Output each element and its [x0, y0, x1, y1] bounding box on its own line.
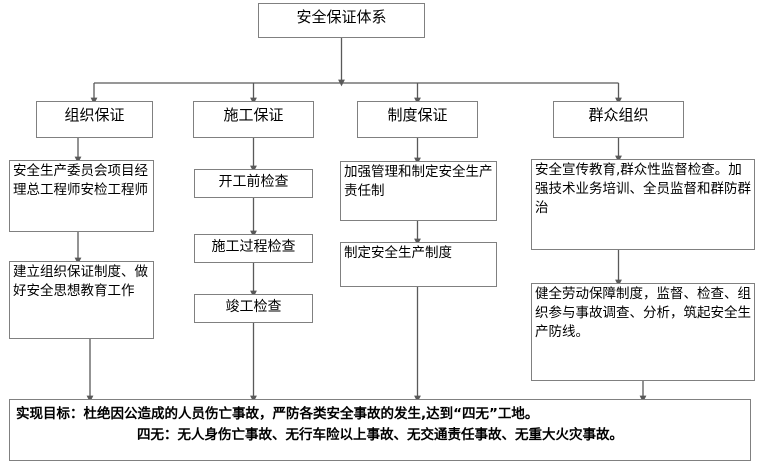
node-org-item-1-label: 安全生产委员会项目经理总工程师安检工程师 — [13, 163, 148, 199]
node-construction-item-1-label: 开工前检查 — [218, 174, 289, 190]
node-branch-heading-1[interactable]: 组织保证 — [36, 101, 153, 138]
node-mass-item-1[interactable]: 安全宣传教育,群众性监督检查。加强技术业务培训、全员监督和群防群治 — [531, 159, 755, 250]
node-system-item-2-label: 制定安全生产制度 — [344, 245, 452, 261]
node-root[interactable]: 安全保证体系 — [258, 3, 425, 38]
node-org-item-2[interactable]: 建立组织保证制度、做好安全思想教育工作 — [9, 261, 154, 339]
node-branch-heading-1-label: 组织保证 — [64, 106, 125, 124]
node-system-item-1[interactable]: 加强管理和制定安全生产责任制 — [340, 161, 497, 221]
node-system-item-1-label: 加强管理和制定安全生产责任制 — [344, 164, 493, 200]
node-mass-item-1-label: 安全宣传教育,群众性监督检查。加强技术业务培训、全员监督和群防群治 — [535, 162, 751, 217]
node-branch-heading-4[interactable]: 群众组织 — [553, 101, 684, 138]
node-footer-goal[interactable]: 实现目标：杜绝因公造成的人员伤亡事故，严防各类安全事故的发生,达到“四无”工地。… — [9, 399, 751, 461]
node-mass-item-2-label: 健全劳动保障制度，监督、检查、组织参与事故调查、分析，筑起安全生产防线。 — [535, 286, 751, 341]
node-org-item-1[interactable]: 安全生产委员会项目经理总工程师安检工程师 — [9, 160, 154, 232]
node-branch-heading-4-label: 群众组织 — [588, 106, 649, 124]
node-branch-heading-3[interactable]: 制度保证 — [357, 101, 478, 138]
node-construction-item-2-label: 施工过程检查 — [211, 239, 296, 255]
node-construction-item-3[interactable]: 竣工检查 — [194, 294, 313, 323]
node-mass-item-2[interactable]: 健全劳动保障制度，监督、检查、组织参与事故调查、分析，筑起安全生产防线。 — [531, 283, 755, 381]
node-branch-heading-2-label: 施工保证 — [223, 106, 284, 124]
node-org-item-2-label: 建立组织保证制度、做好安全思想教育工作 — [13, 264, 148, 300]
node-branch-heading-3-label: 制度保证 — [387, 106, 448, 124]
footer-line-2: 四无：无人身伤亡事故、无行车险以上事故、无交通责任事故、无重大火灾事故。 — [137, 426, 623, 443]
footer-line-1: 实现目标：杜绝因公造成的人员伤亡事故，严防各类安全事故的发生,达到“四无”工地。 — [16, 406, 539, 422]
node-construction-item-3-label: 竣工检查 — [225, 299, 282, 315]
node-branch-heading-2[interactable]: 施工保证 — [193, 101, 314, 138]
node-root-label: 安全保证体系 — [296, 8, 387, 26]
node-system-item-2[interactable]: 制定安全生产制度 — [340, 242, 497, 287]
node-construction-item-2[interactable]: 施工过程检查 — [194, 234, 313, 263]
node-construction-item-1[interactable]: 开工前检查 — [194, 169, 313, 198]
